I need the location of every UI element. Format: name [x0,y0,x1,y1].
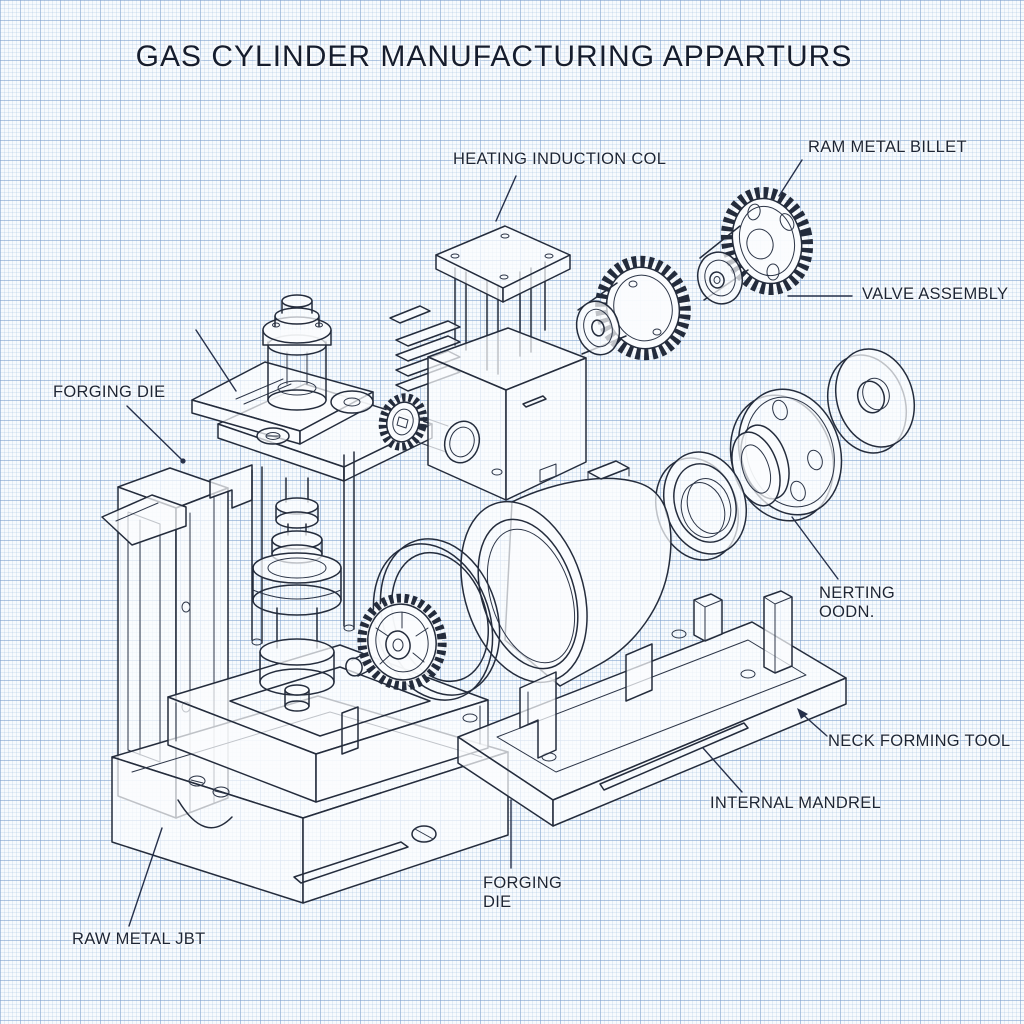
leader-dot [180,458,186,464]
label-raw-metal-billet: RAW METAL JBT [72,930,206,948]
bearing-ring [654,451,748,561]
leader-lines [126,159,853,927]
label-forging-die-bottom-line1: FORGING [483,874,563,892]
neck-bracket [519,671,557,759]
ram-assembly [262,294,332,411]
leader-necking-tool [791,516,839,580]
coil-block [389,225,587,501]
gear-assembly-b [696,186,814,305]
label-necking-tool: NERTING OODN. [819,584,895,622]
label-heating-induction-coil: HEATING INDUCTION COL [453,150,667,168]
label-internal-mandrel: INTERNAL MANDREL [710,794,882,812]
label-valve-assembly: VALVE ASSEMBLY [862,285,1009,303]
label-ram-metal-billet: RAM METAL BILLET [808,138,967,156]
leader-ram-metal-billet [778,159,803,197]
flange-disc [729,388,843,522]
leader-heating-induction-coil [495,175,517,222]
label-necking-tool-line1: NERTING [819,584,896,602]
press-side-gear [378,393,449,453]
leader-raw-metal-billet [128,827,163,927]
label-forging-die-left: FORGING DIE [53,383,166,401]
label-necking-tool-line2: OODN. [819,603,875,621]
washer-ring [826,348,916,454]
gear-assembly-a [575,255,691,361]
label-forging-die-bottom: FORGING DIE [483,874,562,912]
diagram-title: GAS CYLINDER MANUFACTURING APPARTURS [135,40,853,73]
leader-stray [195,329,237,392]
label-neck-forming-tool: NECK FORMING TOOL [828,732,1011,750]
leader-forging-die-left [126,405,182,460]
leader-arrowhead [797,708,808,719]
label-forging-die-bottom-line2: DIE [483,893,512,911]
shaft-gear [345,593,447,691]
leader-internal-mandrel [702,747,743,793]
die-stack [251,451,355,712]
